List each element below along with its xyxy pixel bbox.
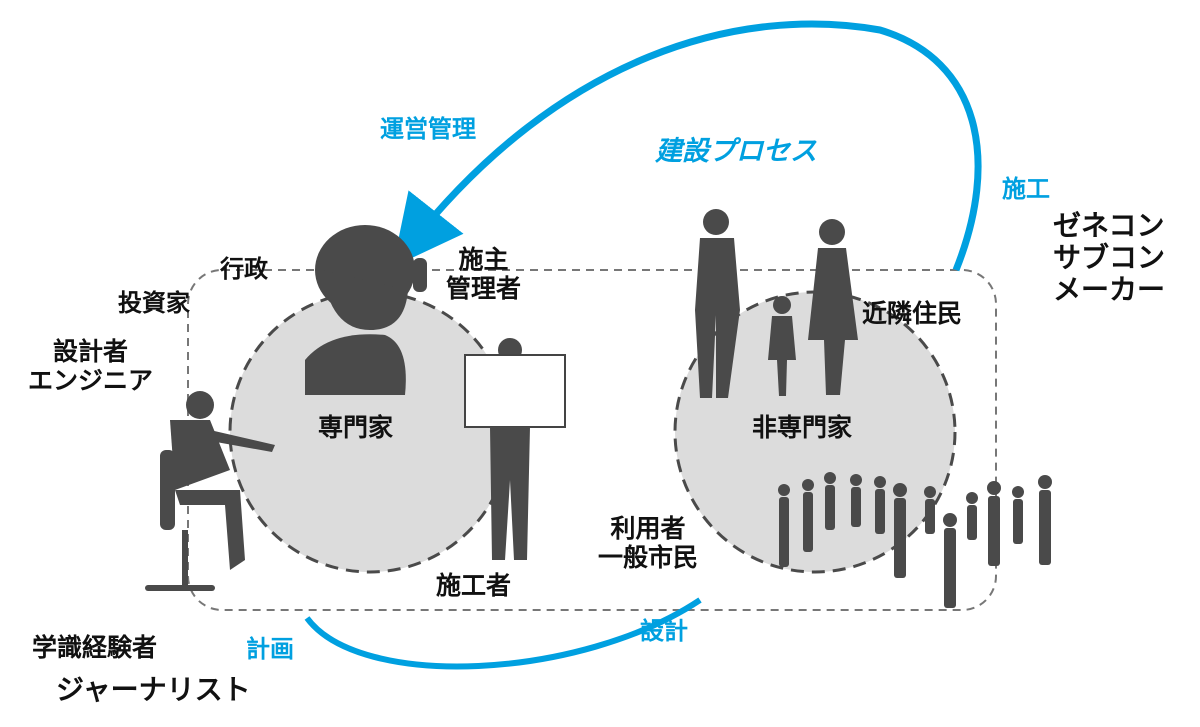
label-construction: 施工 bbox=[1002, 175, 1050, 203]
contractor-maker: メーカー bbox=[1053, 273, 1166, 307]
label-client: 施主 bbox=[458, 245, 509, 274]
contractor-sub: サブコン bbox=[1053, 241, 1166, 275]
label-manager: 管理者 bbox=[446, 273, 522, 303]
label-engineer: エンジニア bbox=[28, 365, 154, 395]
label-investor: 投資家 bbox=[118, 289, 190, 317]
client-manager-label: 施主 管理者 bbox=[446, 245, 522, 304]
label-user: 利用者 bbox=[610, 514, 686, 543]
cycle-arrow-bottom bbox=[304, 597, 702, 670]
label-non-expert: 非専門家 bbox=[752, 413, 853, 442]
user-citizen-label: 利用者 一般市民 bbox=[598, 514, 699, 573]
sitting-designer-icon bbox=[145, 391, 275, 591]
designer-engineer-label: 設計者 エンジニア bbox=[28, 337, 154, 396]
crowd-icon bbox=[778, 472, 1052, 608]
label-expert: 専門家 bbox=[318, 413, 394, 442]
label-construction-process: 建設プロセス bbox=[655, 136, 817, 167]
contractors-label-list: ゼネコン サブコン メーカー bbox=[1053, 209, 1166, 307]
label-designer: 設計者 bbox=[53, 337, 129, 366]
label-operation: 運営管理 bbox=[380, 115, 476, 143]
label-planning: 計画 bbox=[246, 635, 294, 663]
label-citizen: 一般市民 bbox=[598, 542, 699, 572]
contractor-general: ゼネコン bbox=[1053, 209, 1165, 242]
label-builder: 施工者 bbox=[436, 571, 512, 600]
bearded-man-icon bbox=[305, 225, 427, 395]
label-neighbors: 近隣住民 bbox=[862, 299, 963, 328]
label-administration: 行政 bbox=[220, 255, 268, 283]
label-design: 設計 bbox=[640, 617, 688, 645]
label-journalist: ジャーナリスト bbox=[56, 673, 251, 706]
family-icon bbox=[695, 209, 858, 398]
cycle-arrow-top bbox=[392, 20, 982, 272]
person-with-paper-icon bbox=[464, 338, 566, 560]
label-academic: 学識経験者 bbox=[32, 633, 158, 662]
